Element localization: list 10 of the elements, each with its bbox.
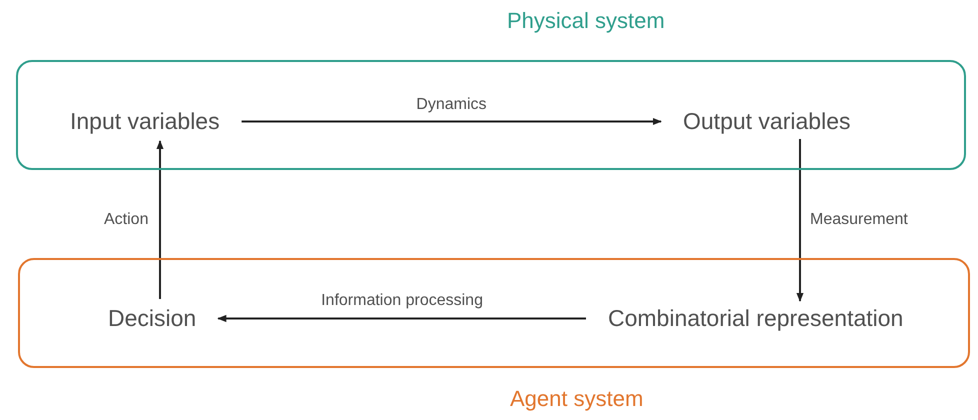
variable-label: Combinatorial representation [604, 303, 908, 334]
arrow [242, 118, 662, 126]
variable-label: Decision [104, 303, 200, 334]
group-heading: Physical system [507, 8, 665, 34]
arrow [796, 139, 804, 302]
variable-label: Output variables [679, 106, 854, 137]
variable-label: Input variables [66, 106, 224, 137]
arrow [156, 140, 164, 299]
arrow [217, 314, 586, 322]
group-heading: Agent system [510, 386, 644, 412]
